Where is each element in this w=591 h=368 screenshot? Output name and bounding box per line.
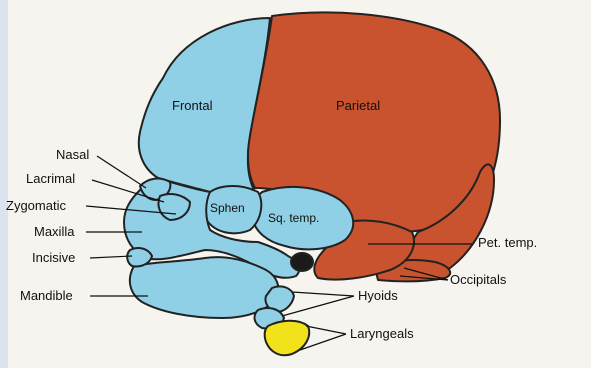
maxilla-label: Maxilla — [34, 224, 75, 239]
mandible-bone — [130, 257, 278, 318]
parietal-label: Parietal — [336, 98, 380, 113]
ear-opening — [291, 253, 313, 271]
incisive-label: Incisive — [32, 250, 75, 265]
lacrimal-label: Lacrimal — [26, 171, 75, 186]
zygomatic-label: Zygomatic — [6, 198, 66, 213]
sphenoid-label: Sphen — [210, 201, 245, 215]
occipitals-label: Occipitals — [450, 272, 507, 287]
mandible-label: Mandible — [20, 288, 73, 303]
hyoids-label: Hyoids — [358, 288, 398, 303]
incisive-leader — [90, 256, 132, 258]
hyoids-leader-1 — [292, 292, 354, 296]
laryngeals-label: Laryngeals — [350, 326, 414, 341]
laryngeals-leader-1 — [306, 326, 346, 334]
squamous-temporal-label: Sq. temp. — [268, 211, 319, 225]
frontal-label: Frontal — [172, 98, 213, 113]
petrous-temporal-label: Pet. temp. — [478, 235, 537, 250]
nasal-label: Nasal — [56, 147, 89, 162]
laryngeal-cartilage — [265, 321, 310, 356]
